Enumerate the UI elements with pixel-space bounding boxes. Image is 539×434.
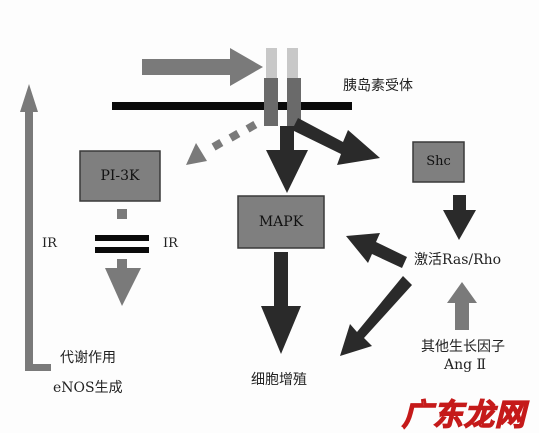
- shc-ras-head: [443, 210, 476, 240]
- growth-factor-up-arrow: [447, 282, 477, 330]
- pi3k-connector: [117, 209, 127, 219]
- ir-vertical-foot: [25, 364, 51, 371]
- metabolic-effect-label: 代谢作用: [60, 350, 116, 366]
- cell-proliferation-label: 细胞增殖: [251, 372, 307, 388]
- shc-label: Shc: [426, 154, 451, 169]
- receptor-mapk-head: [266, 150, 308, 193]
- site-watermark: 广东龙网: [401, 397, 526, 433]
- shc-ras-stem: [453, 195, 466, 211]
- ras-proliferation-arrow: [340, 276, 412, 356]
- insulin-binding-arrow: [142, 48, 263, 86]
- receptor-beta-left: [264, 78, 278, 126]
- mapk-label: MAPK: [258, 214, 304, 230]
- pi3k-label: PI-3K: [100, 168, 140, 184]
- dotted-arrow-seg-1: [245, 121, 258, 133]
- dotted-arrow-seg-2: [228, 130, 241, 142]
- membrane-bar: [112, 102, 352, 110]
- receptor-shc-arrow: [292, 118, 380, 165]
- ir-left-label: IR: [42, 236, 57, 251]
- dotted-arrow-seg-3: [211, 139, 224, 151]
- ir-right-label: IR: [163, 236, 178, 251]
- enos-production-label: eNOS生成: [53, 380, 123, 396]
- mapk-proliferation-stem: [274, 252, 288, 308]
- ras-mapk-arrow: [346, 233, 407, 268]
- mapk-proliferation-head: [261, 306, 301, 354]
- mapk-box: [237, 195, 325, 249]
- dotted-arrow-head: [186, 143, 207, 165]
- ir-vertical-arrow: [20, 84, 38, 370]
- activate-ras-rho-label: 激活Ras/Rho: [414, 252, 502, 268]
- receptor-alpha-right: [287, 48, 298, 78]
- receptor-beta-right: [287, 78, 301, 126]
- pi3k-box: [79, 150, 161, 202]
- pi3k-arrow-stem: [117, 259, 127, 269]
- shc-box: [412, 141, 465, 183]
- ang2-label: Ang Ⅱ: [444, 357, 487, 373]
- pi3k-down-arrow: [105, 268, 141, 306]
- insulin-receptor-label: 胰岛素受体: [343, 78, 413, 94]
- other-growth-factors-label: 其他生长因子: [421, 339, 505, 355]
- inhibition-bar-bottom: [95, 247, 149, 253]
- inhibition-bar-top: [95, 235, 149, 241]
- receptor-alpha-left: [266, 48, 277, 78]
- receptor-mapk-stem: [280, 126, 294, 152]
